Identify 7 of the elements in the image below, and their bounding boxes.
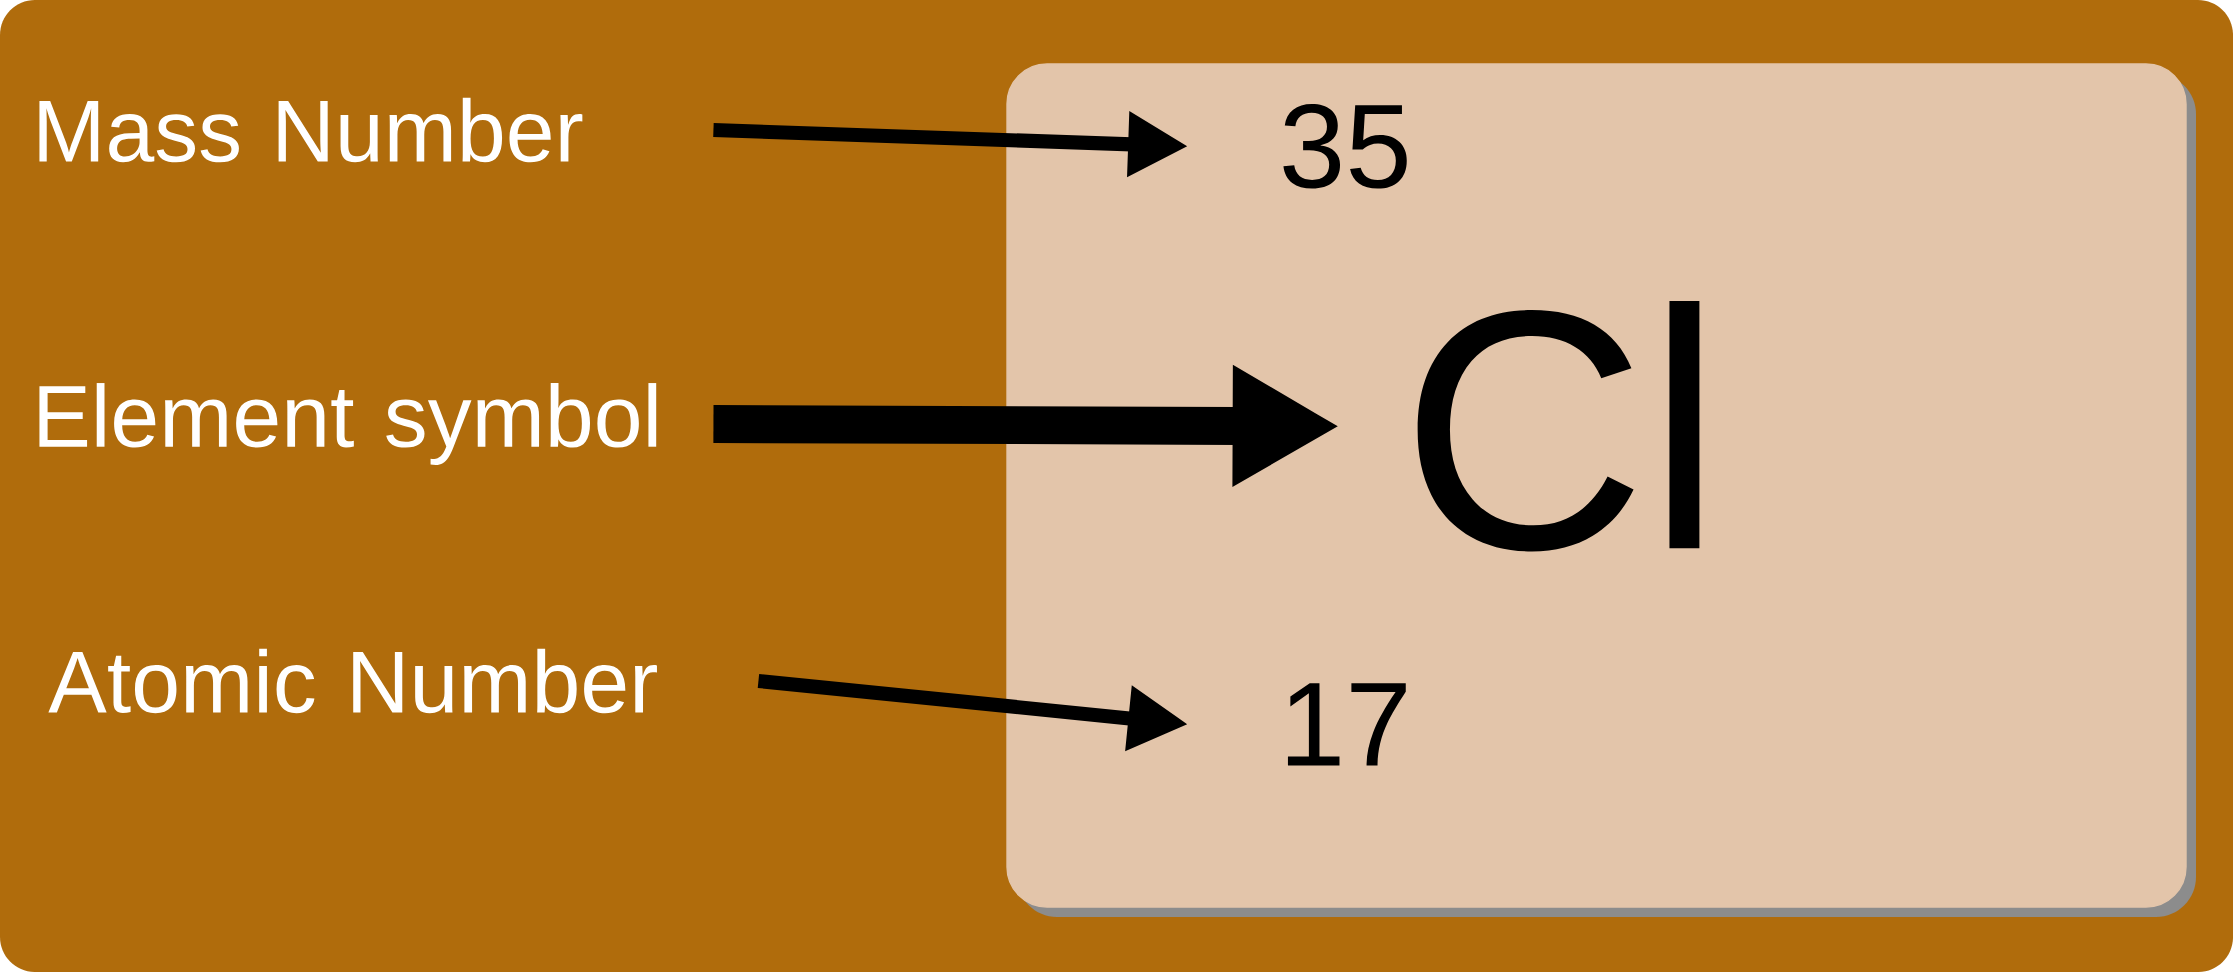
element-card [1006,63,2187,908]
atomic-number: 17 [1287,683,1406,766]
mass-number: 35 [1283,104,1407,189]
label-text: Mass Number [39,97,583,163]
label-text: Element symbol [39,383,657,465]
element-symbol: Cl [1417,301,1700,552]
label-text: Atomic Number [48,648,657,714]
